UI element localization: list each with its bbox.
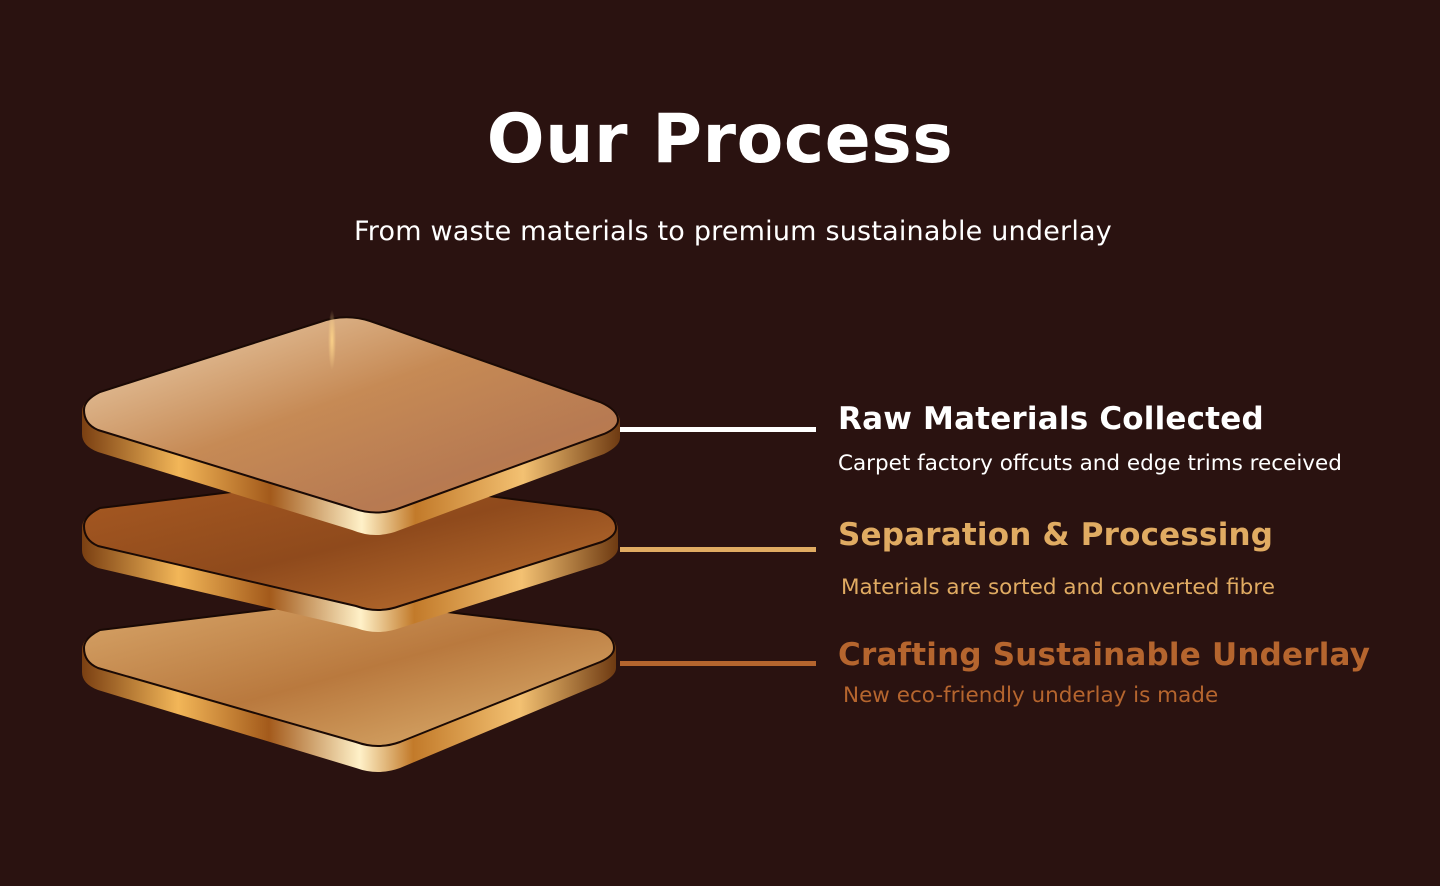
layer-bottom (82, 599, 616, 772)
page-title: Our Process (486, 100, 954, 179)
connector-line-1 (620, 427, 816, 432)
step-raw-materials: Raw Materials Collected Carpet factory o… (838, 399, 1438, 479)
step-crafting-underlay: Crafting Sustainable Underlay New eco-fr… (838, 635, 1438, 711)
stacked-layers-icon (60, 300, 640, 800)
layer-top (82, 310, 620, 535)
step-separation-processing: Separation & Processing Materials are so… (838, 515, 1438, 603)
layer-middle (82, 477, 618, 632)
step-description: Carpet factory offcuts and edge trims re… (838, 451, 1342, 476)
connector-line-2 (620, 547, 816, 552)
connector-line-3 (620, 661, 816, 666)
step-title: Raw Materials Collected (838, 401, 1264, 437)
page-subtitle: From waste materials to premium sustaina… (354, 216, 1112, 247)
step-description: New eco-friendly underlay is made (843, 683, 1219, 708)
step-title: Crafting Sustainable Underlay (838, 637, 1371, 673)
step-description: Materials are sorted and converted fibre (841, 575, 1275, 600)
step-title: Separation & Processing (838, 517, 1274, 553)
